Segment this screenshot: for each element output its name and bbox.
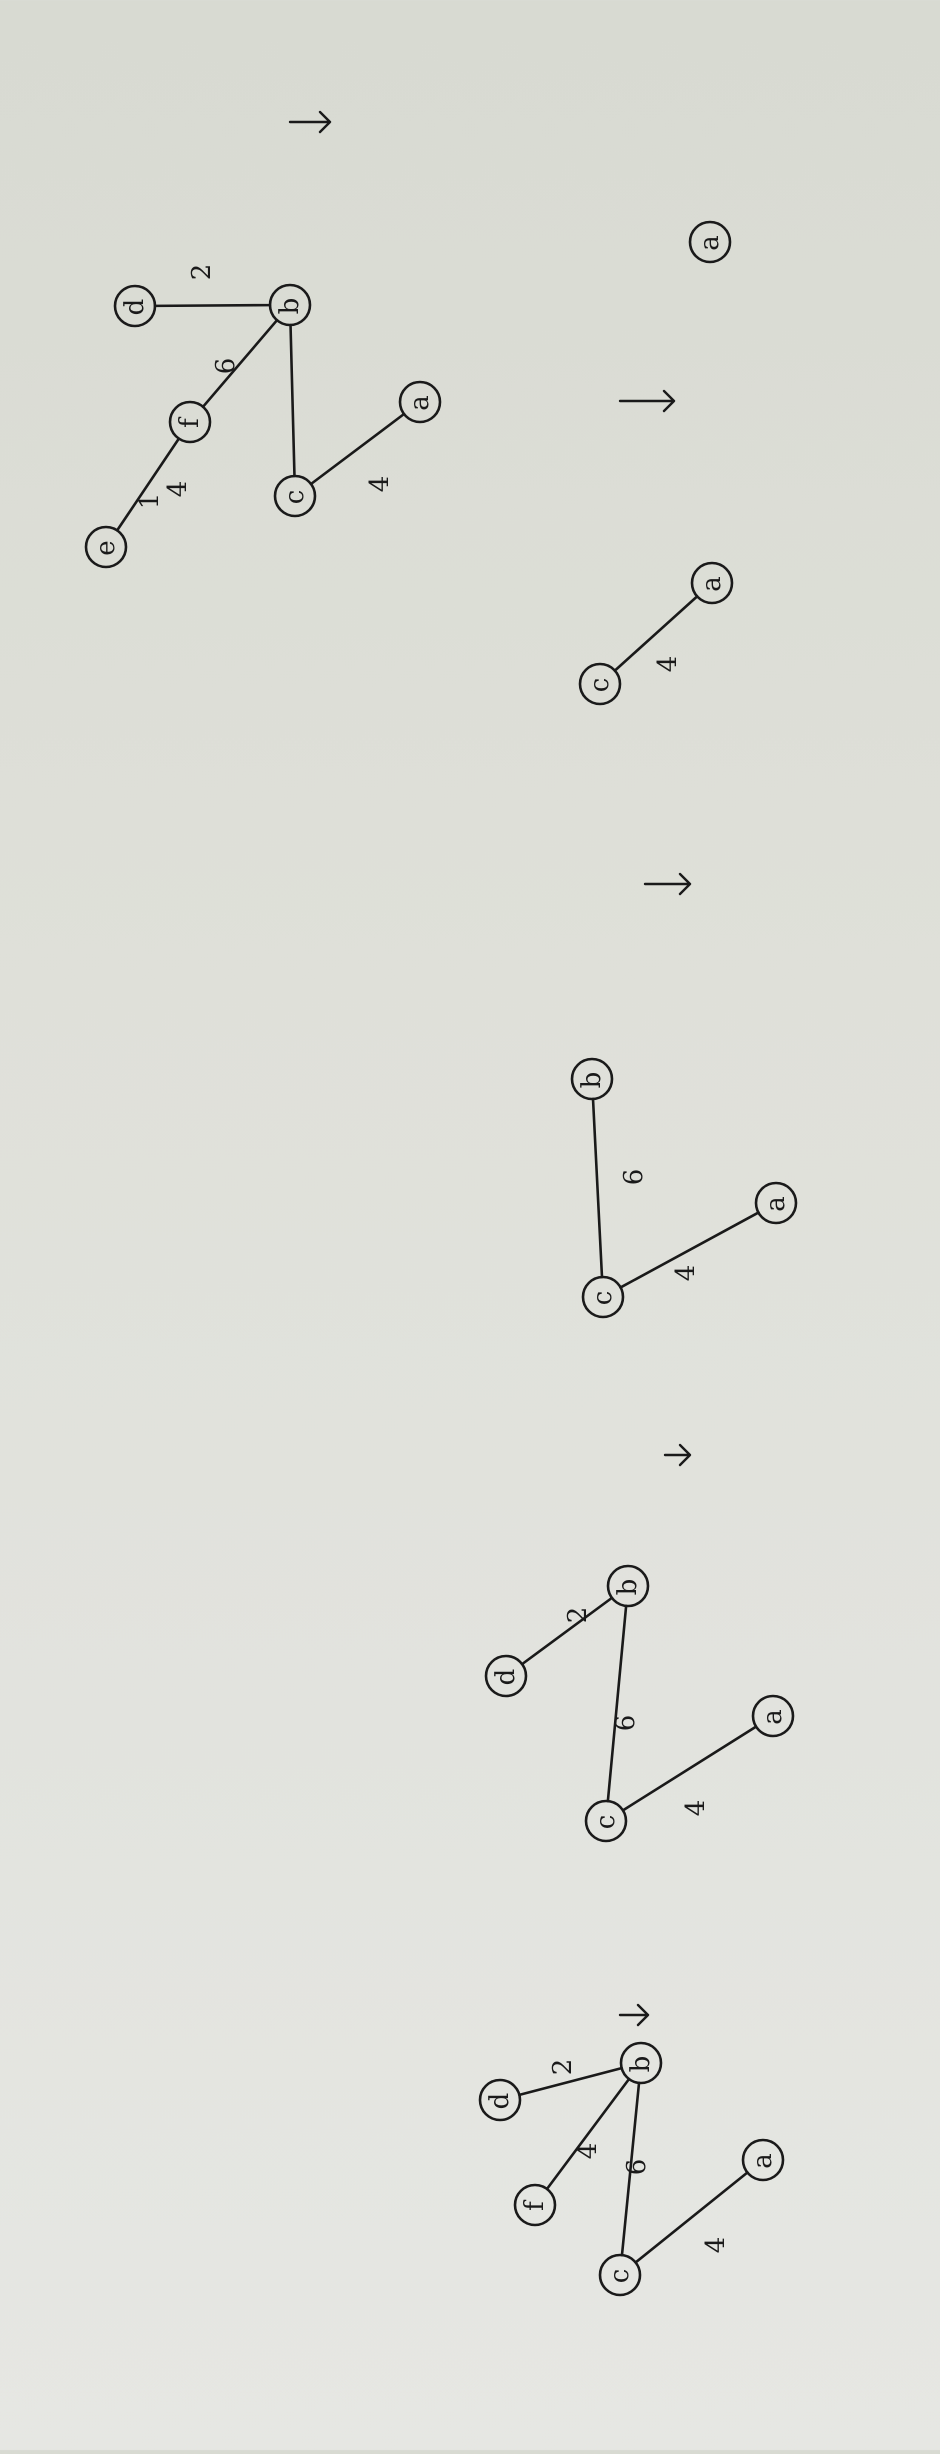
node-b-label: b <box>275 298 305 315</box>
edge-weight-label: 6 <box>619 1169 649 1186</box>
node-e-circle <box>84 525 128 569</box>
node-c-circle <box>578 662 622 706</box>
edge-b-d <box>153 303 272 308</box>
node-f-circle <box>168 400 212 444</box>
edge-weight-label: 4 <box>365 476 395 493</box>
node-b-circle <box>570 1057 614 1101</box>
node-c-circle <box>584 1799 628 1843</box>
graph-step-5: 4 6 2 4 a c b d f <box>478 2041 785 2297</box>
node-b-label: b <box>577 1072 607 1089</box>
node-a-label: a <box>697 576 727 592</box>
step-arrow-2 <box>643 872 692 896</box>
edge-c-b <box>620 2081 641 2257</box>
edge-b-f <box>201 318 279 409</box>
node-d-label: d <box>491 1669 521 1686</box>
step-arrow-4 <box>618 2003 650 2027</box>
step-arrow-5 <box>288 110 332 134</box>
edge-weight-label: 4 <box>573 2143 603 2160</box>
node-c-circle <box>273 474 317 518</box>
edge-weight-label: 4 <box>671 1265 701 1282</box>
node-c-label: c <box>585 678 615 693</box>
node-d-circle <box>484 1654 528 1698</box>
node-a-label: a <box>405 395 435 411</box>
node-b-circle <box>268 283 312 327</box>
node-a-circle <box>398 380 442 424</box>
edge-a-c <box>619 1211 760 1289</box>
edge-a-c <box>621 1725 758 1812</box>
step-arrow-3 <box>663 1443 692 1467</box>
edge-c-b <box>591 1097 604 1279</box>
node-c-circle <box>598 2253 642 2297</box>
node-a-circle <box>688 220 732 264</box>
node-a-label: a <box>748 2153 778 2169</box>
node-a-circle <box>690 561 734 605</box>
edge-b-d <box>520 1596 614 1666</box>
edge-weight-label: 4 <box>701 2237 731 2254</box>
node-d-circle <box>113 284 157 328</box>
node-c-label: c <box>588 1291 618 1306</box>
edge-weight-label: 4 <box>163 481 193 498</box>
node-a-label: a <box>695 235 725 251</box>
edge-b-d <box>518 2066 623 2097</box>
edge-weight-label: 4 <box>681 1800 711 1817</box>
graph-step-4: 4 6 2 a c b d <box>484 1564 795 1843</box>
edge-a-c <box>309 412 406 486</box>
graph-step-3: 4 6 a c b <box>570 1057 798 1319</box>
edge-c-b <box>289 323 296 478</box>
edge-weight-label: 6 <box>622 2159 652 2176</box>
node-e-label: e <box>91 540 121 555</box>
node-a-label: a <box>761 1196 791 1212</box>
node-c-label: c <box>280 490 310 505</box>
node-c-label: c <box>591 1815 621 1830</box>
node-f-label: f <box>520 2199 550 2211</box>
node-d-label: d <box>485 2093 515 2110</box>
node-c-label: c <box>605 2269 635 2284</box>
edge-a-c <box>634 2171 749 2264</box>
graph-step-2: 4 a c <box>578 561 734 706</box>
step-arrow-1 <box>618 389 676 413</box>
edge-f-e <box>115 437 181 532</box>
node-d-circle <box>478 2078 522 2122</box>
edge-weight-label: 4 <box>653 656 683 673</box>
node-a-circle <box>741 2138 785 2182</box>
edge-weight-label: 2 <box>548 2059 578 2076</box>
edge-weight-label: 1 <box>135 493 165 510</box>
node-d-label: d <box>120 299 150 316</box>
node-a-circle <box>754 1181 798 1225</box>
graph-step-1: a <box>688 220 732 264</box>
node-c-circle <box>581 1275 625 1319</box>
node-b-circle <box>606 1564 650 1608</box>
edge-b-f <box>545 2077 631 2191</box>
edge-weight-label: 2 <box>563 1607 593 1624</box>
edge-a-c <box>613 595 699 672</box>
node-a-circle <box>751 1694 795 1738</box>
edge-weight-label: 6 <box>611 1715 641 1732</box>
node-f-circle <box>513 2183 557 2227</box>
edge-weight-label: 2 <box>187 264 217 281</box>
node-b-label: b <box>626 2056 656 2073</box>
node-b-circle <box>619 2041 663 2085</box>
node-f-label: f <box>175 416 205 428</box>
edge-c-b <box>606 1604 628 1803</box>
node-b-label: b <box>613 1579 643 1596</box>
node-a-label: a <box>758 1709 788 1725</box>
